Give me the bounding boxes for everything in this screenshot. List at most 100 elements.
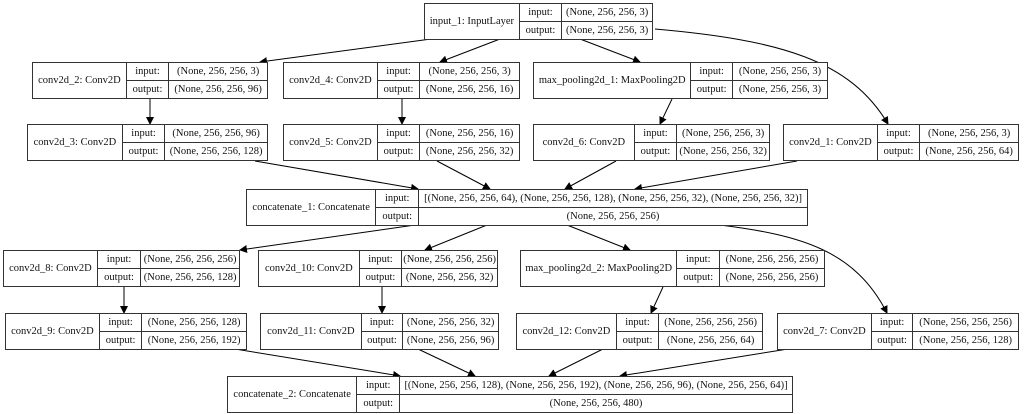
output-label: output: <box>683 272 714 283</box>
output-shape: (None, 256, 256, 16) <box>425 84 514 95</box>
input-shape: (None, 256, 256, 16) <box>420 125 520 143</box>
output-label: output: <box>877 335 907 346</box>
output-label: output: <box>363 398 394 409</box>
input-shape: [(None, 256, 256, 64), (None, 256, 256, … <box>419 190 808 208</box>
input-label: input: <box>616 314 659 332</box>
output-label: output: <box>132 84 163 95</box>
edge-arrow-conv2d_7-to-concatenate_2 <box>619 348 789 379</box>
layer-name: max_pooling2d_2: MaxPooling2D <box>521 251 678 286</box>
edge-arrow-concatenate_1-to-conv2d_7 <box>719 224 888 314</box>
input-label: input: <box>677 251 720 269</box>
input-shape: (None, 256, 256, 3) <box>169 63 267 81</box>
output-label: output: <box>622 335 653 346</box>
edge-arrow-concatenate_1-to-conv2d_10 <box>424 224 488 252</box>
output-label: output: <box>640 146 671 157</box>
edge-arrow-conv2d_12-to-concatenate_2 <box>548 348 604 377</box>
output-shape: (None, 256, 256, 96) <box>174 84 262 95</box>
input-label: input: <box>357 377 400 395</box>
edge-arrow-input_1-to-conv2d_2 <box>259 38 432 66</box>
input-label: input: <box>361 314 403 332</box>
edge-arrow-conv2d_5-to-concatenate_1 <box>436 160 491 190</box>
layer-name: input_1: InputLayer <box>425 4 520 39</box>
edge-arrow-conv2d_9-to-concatenate_2 <box>234 348 401 379</box>
layer-name: conv2d_9: Conv2D <box>6 314 100 349</box>
layer-name: conv2d_1: Conv2D <box>784 125 878 160</box>
input-shape: (None, 256, 256, 256) <box>659 314 762 332</box>
input-shape: (None, 256, 256, 3) <box>562 4 652 22</box>
edge-arrow-conv2d_1-to-concatenate_1 <box>634 160 798 192</box>
edge-arrow-input_1-to-conv2d_4 <box>439 38 501 64</box>
input-shape: (None, 256, 256, 256) <box>402 251 497 269</box>
input-label: input: <box>97 251 141 269</box>
edge-arrow-conv2d_11-to-concatenate_2 <box>417 348 476 377</box>
output-shape: (None, 256, 256, 256) <box>566 211 660 222</box>
input-shape: (None, 256, 256, 3) <box>920 125 1018 143</box>
input-label: input: <box>376 190 419 208</box>
input-shape: (None, 256, 256, 256) <box>913 314 1018 332</box>
input-label: input: <box>126 63 169 81</box>
input-label: input: <box>377 125 420 143</box>
input-label: input: <box>359 251 402 269</box>
layer-name: conv2d_4: Conv2D <box>284 63 378 98</box>
input-shape: (None, 256, 256, 3) <box>732 63 827 81</box>
input-label: input: <box>377 63 420 81</box>
input-shape: (None, 256, 256, 96) <box>165 125 267 143</box>
edge-arrow-conv2d_6-to-concatenate_1 <box>564 160 617 190</box>
input-label: input: <box>519 4 562 22</box>
output-shape: (None, 256, 256, 32) <box>405 272 494 283</box>
layer-name: conv2d_8: Conv2D <box>4 251 98 286</box>
layer-name: concatenate_1: Concatenate <box>247 190 377 225</box>
edge-arrow-conv2d_3-to-concatenate_1 <box>254 160 419 192</box>
layer-name: max_pooling2d_1: MaxPooling2D <box>534 63 692 98</box>
output-label: output: <box>104 272 134 283</box>
output-shape: (None, 256, 256, 64) <box>666 335 755 346</box>
output-label: output: <box>365 272 396 283</box>
output-label: output: <box>382 211 413 222</box>
output-label: output: <box>105 335 136 346</box>
output-label: output: <box>883 146 914 157</box>
layer-name: conv2d_12: Conv2D <box>517 314 617 349</box>
output-shape: (None, 256, 256, 256) <box>725 272 819 283</box>
layer-name: conv2d_2: Conv2D <box>33 63 127 98</box>
input-shape: (None, 256, 256, 3) <box>677 125 769 143</box>
input-label: input: <box>99 314 142 332</box>
output-label: output: <box>383 146 414 157</box>
output-shape: (None, 256, 256, 96) <box>406 335 495 346</box>
output-shape: (None, 256, 256, 128) <box>143 272 237 283</box>
input-shape: (None, 256, 256, 32) <box>403 314 499 332</box>
output-shape: (None, 256, 256, 128) <box>919 335 1013 346</box>
input-label: input: <box>634 125 677 143</box>
edge-arrow-input_1-to-conv2d_1 <box>654 28 889 125</box>
input-label: input: <box>691 63 732 81</box>
layer-name: conv2d_11: Conv2D <box>261 314 362 349</box>
output-shape: (None, 256, 256, 32) <box>679 146 767 157</box>
output-shape: (None, 256, 256, 3) <box>565 25 649 36</box>
input-shape: (None, 256, 256, 3) <box>420 63 520 81</box>
output-label: output: <box>128 146 159 157</box>
input-shape: (None, 256, 256, 256) <box>720 251 824 269</box>
input-label: input: <box>877 125 920 143</box>
output-label: output: <box>696 84 727 95</box>
layer-name: conv2d_10: Conv2D <box>259 251 360 286</box>
edge-arrow-input_1-to-max_pooling2d_1 <box>579 38 641 64</box>
output-label: output: <box>367 335 397 346</box>
layer-name: conv2d_7: Conv2D <box>778 314 872 349</box>
edge-arrow-max_pooling2d_1-to-conv2d_6 <box>659 98 673 125</box>
input-label: input: <box>122 125 165 143</box>
output-label: output: <box>525 25 556 36</box>
output-shape: (None, 256, 256, 480) <box>549 398 643 409</box>
